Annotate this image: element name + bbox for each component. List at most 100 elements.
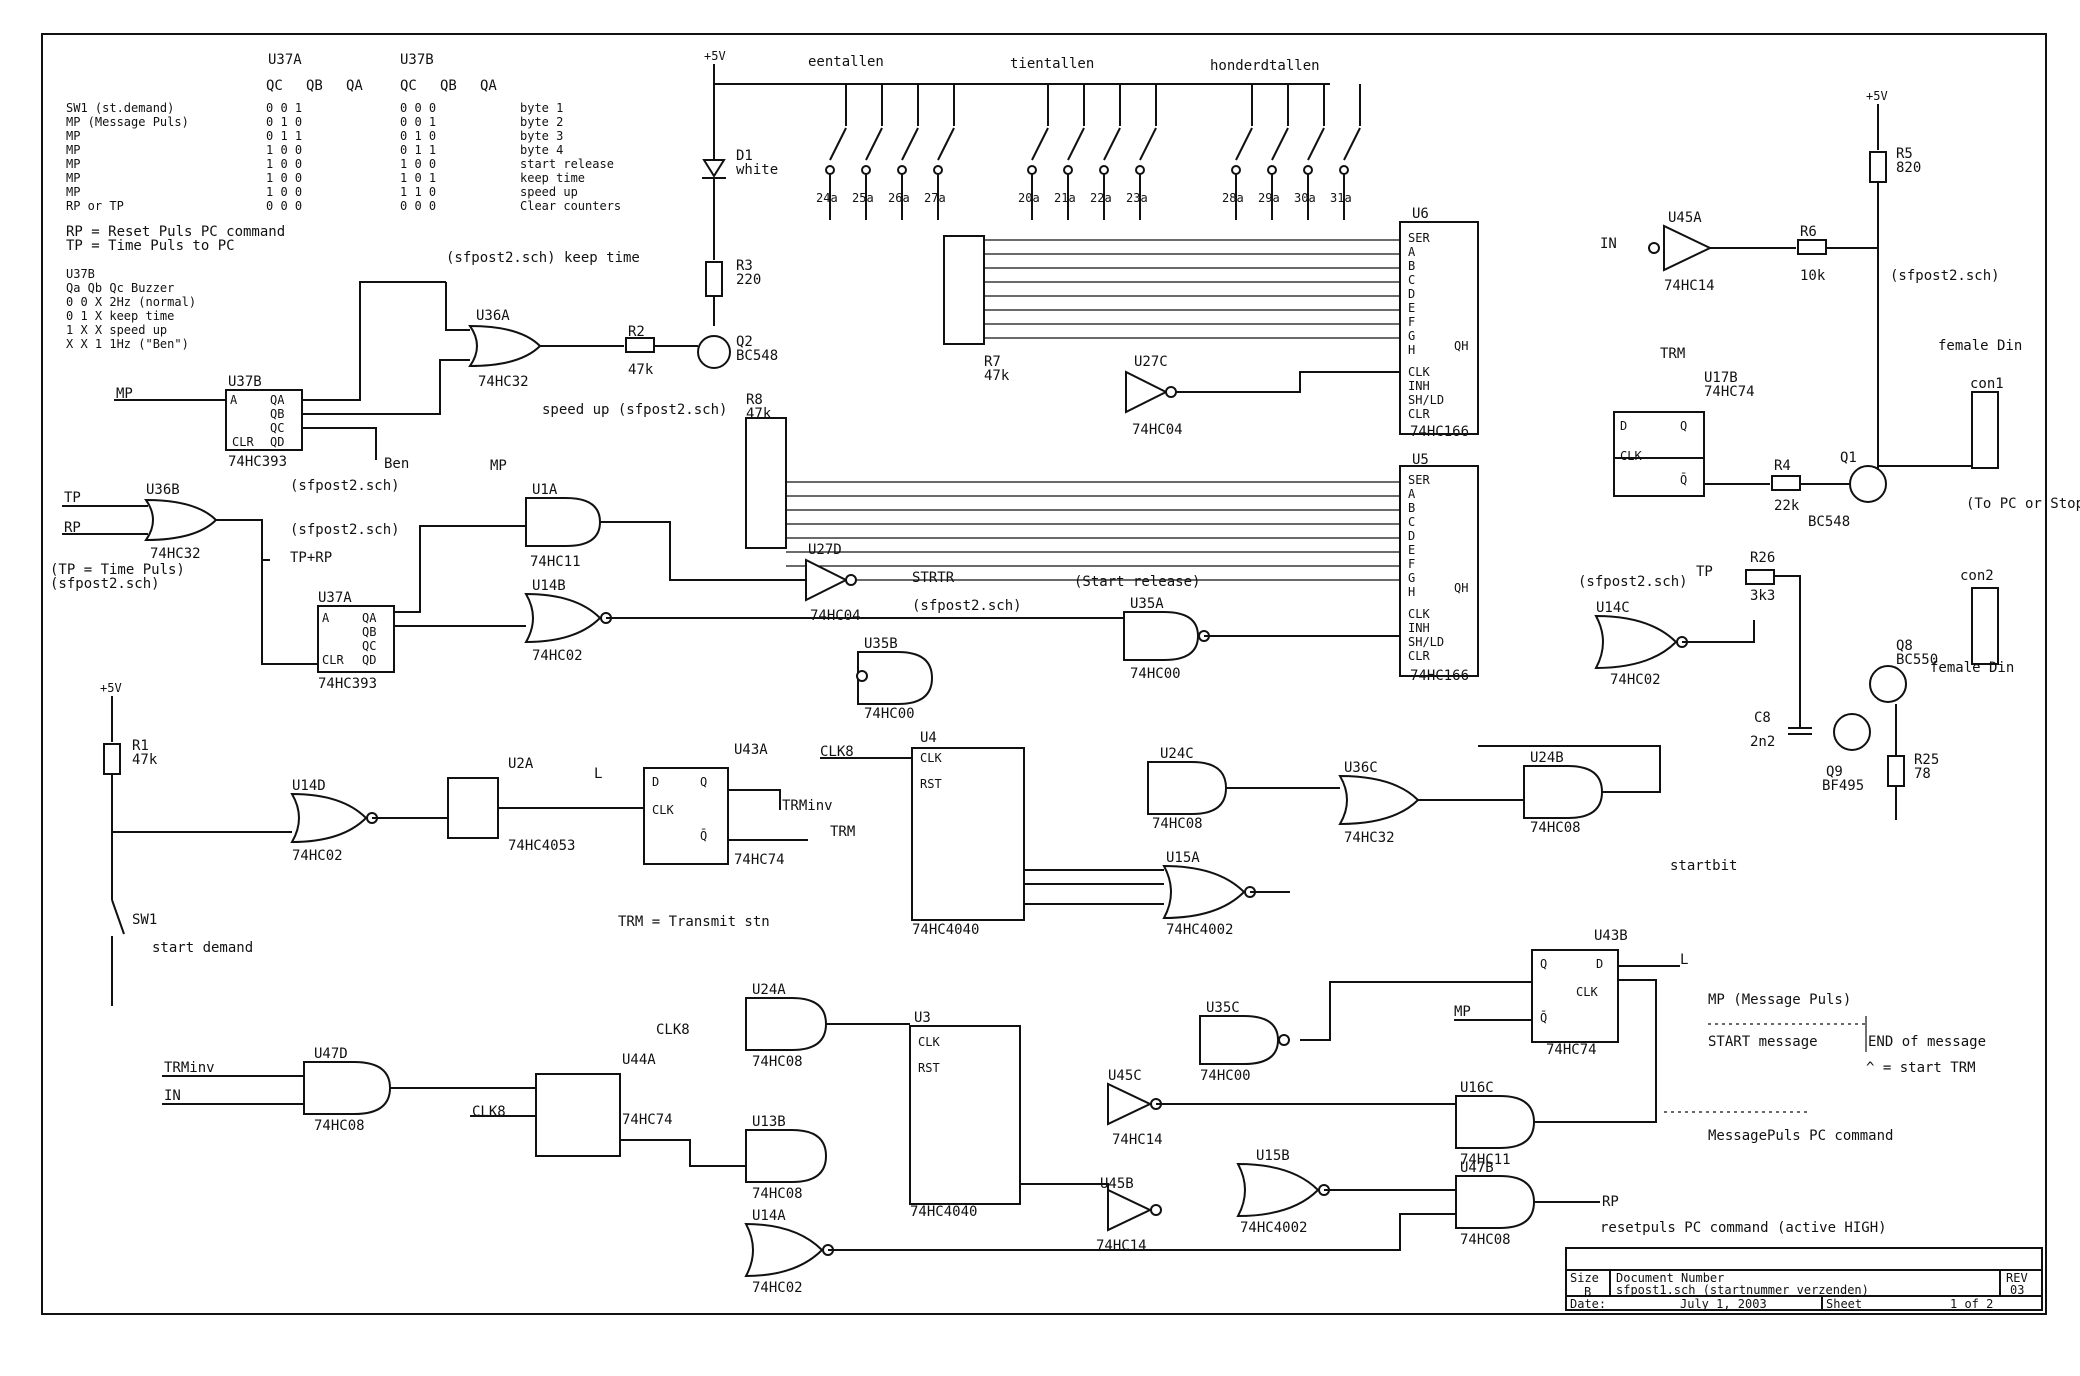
- female-din-label-1: female Din: [1938, 338, 2022, 354]
- gate-u1a: [525, 497, 602, 547]
- thumbwheel-contact: [865, 127, 883, 161]
- connector-con2: [1971, 587, 1999, 665]
- switch-pin-label: 20a: [1018, 191, 1040, 205]
- u36b-type: 74HC32: [150, 546, 201, 562]
- u43a-label: U43A: [734, 742, 768, 758]
- truth-row-cell: byte 4: [520, 143, 563, 157]
- truth-row-cell: 0 1 0: [400, 129, 436, 143]
- svg-text:CLR: CLR: [1408, 407, 1430, 421]
- truth-row-cell: start release: [520, 157, 614, 171]
- svg-text:B: B: [1408, 259, 1415, 273]
- group-honderdtallen: honderdtallen: [1210, 58, 1320, 74]
- u24c-type: 74HC08: [1152, 816, 1203, 832]
- u45c-type: 74HC14: [1112, 1132, 1163, 1148]
- u14b-type: 74HC02: [532, 648, 583, 664]
- gate-u45c: [1107, 1082, 1153, 1126]
- switch-pin-label: 24a: [816, 191, 838, 205]
- u16c-type: 74HC11: [1460, 1152, 1511, 1168]
- connector-con1: [1971, 391, 1999, 469]
- thumbwheel-contact: [901, 127, 919, 161]
- truth-row-cell: MP: [66, 129, 80, 143]
- q8-type: BC550: [1896, 652, 1938, 668]
- transistor-q1: [1849, 465, 1887, 503]
- switch-pin-label: 26a: [888, 191, 910, 205]
- start-demand-label: start demand: [152, 940, 253, 956]
- svg-text:INH: INH: [1408, 621, 1430, 635]
- truth-row-cell: 0 1 1: [400, 143, 436, 157]
- svg-text:D: D: [1596, 957, 1603, 971]
- q2-label: Q2: [736, 334, 753, 350]
- svg-text:G: G: [1408, 329, 1415, 343]
- u45a-label: U45A: [1668, 210, 1702, 226]
- ic-u3: [909, 1025, 1021, 1205]
- truth-row-cell: 1 0 1: [400, 171, 436, 185]
- mp-u43b-label: MP: [1454, 1004, 1471, 1020]
- u37a-label: U37A: [318, 590, 352, 606]
- u37b-label: U37B: [228, 374, 262, 390]
- truth-row-cell: 0 0 1: [266, 101, 302, 115]
- truth-row-cell: keep time: [520, 171, 585, 185]
- truth-row-cell: 1 0 0: [266, 157, 302, 171]
- u14a-type: 74HC02: [752, 1280, 803, 1296]
- clk8-label-u24a: CLK8: [656, 1022, 690, 1038]
- r8-value: 47k: [746, 406, 772, 422]
- u44a-type: 74HC74: [622, 1112, 673, 1128]
- col-qc-b: QC: [400, 78, 417, 94]
- ic-u37a: [317, 605, 395, 673]
- u36c-label: U36C: [1344, 760, 1378, 776]
- r25-value: 78: [1914, 766, 1931, 782]
- switch-pin-label: 22a: [1090, 191, 1112, 205]
- rev-value: 03: [2010, 1283, 2024, 1297]
- r3-value: 220: [736, 272, 761, 288]
- u5-label: U5: [1412, 452, 1429, 468]
- u24b-label: U24B: [1530, 750, 1564, 766]
- u43b-label: U43B: [1594, 928, 1628, 944]
- truth-row-cell: byte 3: [520, 129, 563, 143]
- strtr-label: STRTR: [912, 570, 955, 586]
- trminv-out-label: TRMinv: [782, 798, 833, 814]
- gate-u13b: [745, 1129, 828, 1183]
- ic-u2a: [447, 777, 499, 839]
- r26-value: 3k3: [1750, 588, 1775, 604]
- svg-text:QH: QH: [1454, 581, 1468, 595]
- u6-type: 74HC166: [1410, 424, 1469, 440]
- sheet-border: [41, 33, 2047, 1315]
- size-value: B: [1584, 1285, 1591, 1299]
- d1-label: D1: [736, 148, 753, 164]
- resistor-r5: [1869, 151, 1887, 183]
- truth-row-cell: 1 0 0: [266, 143, 302, 157]
- u27d-label: U27D: [808, 542, 842, 558]
- thumbwheel-contact: [1343, 127, 1361, 161]
- svg-text:Q: Q: [1680, 419, 1687, 433]
- start-message-label: START message: [1708, 1034, 1818, 1050]
- r2-label: R2: [628, 324, 645, 340]
- u37b-type: 74HC393: [228, 454, 287, 470]
- u27c-type: 74HC04: [1132, 422, 1183, 438]
- l-label-u43a: L: [594, 766, 602, 782]
- u13b-label: U13B: [752, 1114, 786, 1130]
- u35b-type: 74HC00: [864, 706, 915, 722]
- r2-value: 47k: [628, 362, 654, 378]
- start-release-note: (Start release): [1074, 574, 1200, 590]
- u3-label: U3: [914, 1010, 931, 1026]
- u24a-type: 74HC08: [752, 1054, 803, 1070]
- mp-legend: MP (Message Puls): [1708, 992, 1851, 1008]
- u35b-label: U35B: [864, 636, 898, 652]
- u14b-label: U14B: [532, 578, 566, 594]
- svg-text:CLK: CLK: [1576, 985, 1598, 999]
- vcc-label-top: +5V: [704, 49, 726, 63]
- gate-u36a: [468, 324, 542, 368]
- col-qb: QB: [306, 78, 323, 94]
- r3-label: R3: [736, 258, 753, 274]
- truth-row-cell: 0 0 0: [266, 199, 302, 213]
- gate-u14b: [524, 592, 602, 644]
- buzzer-row: X X 1 1Hz ("Ben"): [66, 337, 189, 351]
- u36a-type: 74HC32: [478, 374, 529, 390]
- svg-text:A: A: [1408, 245, 1416, 259]
- sfpost2-note-4: (sfpost2.sch): [912, 598, 1022, 614]
- gate-u35b: [857, 651, 934, 705]
- u47d-type: 74HC08: [314, 1118, 365, 1134]
- sheet-value: 1 of 2: [1950, 1297, 1993, 1311]
